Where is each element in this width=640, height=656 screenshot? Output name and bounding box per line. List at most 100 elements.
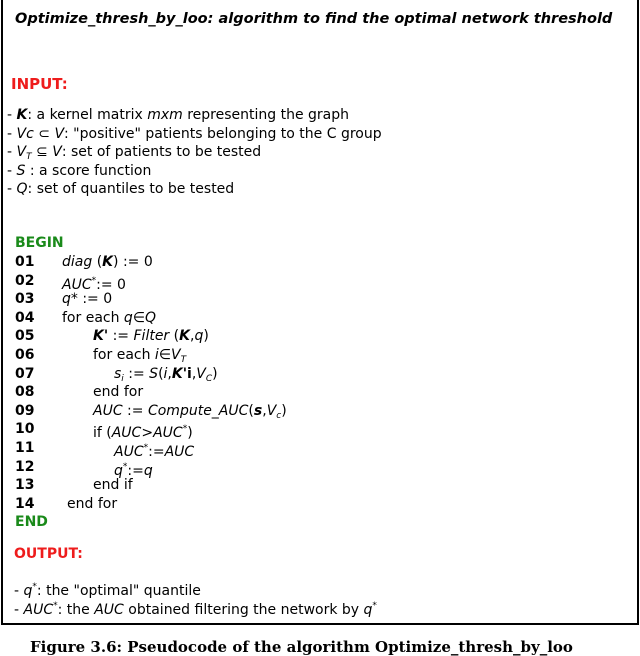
text-segment: V <box>16 144 27 161</box>
text-segment: , <box>167 365 172 382</box>
line-number: 05 <box>15 328 35 345</box>
output-item: - AUC*: the AUC obtained filtering the n… <box>14 597 377 619</box>
text-segment: ( <box>248 402 254 419</box>
text-segment: ) := 0 <box>113 254 153 270</box>
text-segment: Q <box>16 181 28 198</box>
text-segment: AUC <box>153 425 183 442</box>
text-segment: q <box>23 583 33 599</box>
text-segment: : set of patients to be tested <box>61 144 262 161</box>
code-line: end for <box>93 383 143 401</box>
input-item: - VT ⊆ V: set of patients to be tested <box>7 143 261 166</box>
text-segment: AUC <box>114 444 144 460</box>
code-line: q* := 0 <box>62 290 112 308</box>
code-line: AUC*:=AUC <box>114 439 194 461</box>
text-segment: i <box>163 365 168 382</box>
text-segment: * <box>182 424 188 435</box>
text-segment: q <box>363 601 373 618</box>
text-segment: > <box>141 425 154 442</box>
code-line: for each q∈Q <box>62 309 156 327</box>
line-number: 01 <box>15 254 35 270</box>
text-segment: T <box>180 355 187 365</box>
text-segment: representing the graph <box>182 107 350 123</box>
line-number: 08 <box>15 384 35 401</box>
text-segment: S <box>149 365 159 382</box>
text-segment: C <box>205 373 213 384</box>
text-segment: Compute_AUC <box>147 402 249 419</box>
text-segment: AUC <box>94 601 124 618</box>
text-segment: q <box>194 328 204 345</box>
text-segment: mxm <box>147 107 183 123</box>
output-label: OUTPUT: <box>14 546 83 562</box>
text-segment: ) <box>187 425 193 442</box>
text-segment: * := 0 <box>70 291 113 308</box>
text-segment: := <box>123 365 150 382</box>
text-segment: i <box>187 365 192 382</box>
text-segment: AUC <box>111 425 142 442</box>
text-segment: ∈ <box>158 347 172 363</box>
text-segment: - <box>14 583 24 599</box>
text-segment: K' <box>171 365 188 382</box>
end-label: END <box>15 514 48 530</box>
text-segment: end for <box>67 495 118 512</box>
code-line: for each i∈VT <box>93 346 186 369</box>
text-segment: := <box>127 462 144 479</box>
text-segment: ∈ <box>132 309 146 326</box>
text-segment: - <box>7 181 17 198</box>
text-segment: * <box>91 275 97 286</box>
line-number: 02 <box>15 272 35 289</box>
text-segment: end for <box>93 384 144 401</box>
code-line: end if <box>93 476 133 494</box>
text-segment: - <box>7 162 17 179</box>
text-segment: AUC <box>164 444 195 460</box>
text-segment: AUC <box>62 276 92 293</box>
text-segment: ( <box>92 254 103 270</box>
text-segment: c <box>276 410 282 421</box>
text-segment: ⊂ <box>33 125 55 142</box>
text-segment: i <box>154 347 159 363</box>
line-number: 03 <box>15 291 35 308</box>
text-segment: * <box>143 443 149 453</box>
algorithm-title: Optimize_thresh_by_loo: algorithm to fin… <box>15 11 613 27</box>
text-segment: - <box>7 107 17 123</box>
text-segment: := <box>148 444 165 460</box>
text-segment: T <box>26 152 32 163</box>
text-segment: - <box>14 601 24 618</box>
line-number: 09 <box>15 402 35 419</box>
text-segment: V <box>171 347 181 363</box>
code-line: AUC := Compute_AUC(s,Vc) <box>93 402 287 425</box>
text-segment: V <box>54 125 65 142</box>
text-segment: : set of quantiles to be tested <box>27 181 235 198</box>
text-segment: end if <box>93 477 133 494</box>
line-number: 07 <box>15 365 35 382</box>
text-segment: q <box>123 309 133 326</box>
text-segment: V <box>52 144 62 161</box>
text-segment: for each <box>93 347 155 363</box>
text-segment: K <box>16 107 28 123</box>
input-item: - Q: set of quantiles to be tested <box>7 180 234 198</box>
text-segment: q <box>143 462 153 479</box>
text-segment: ) <box>212 365 218 382</box>
text-segment: , <box>191 365 197 382</box>
text-segment: * <box>372 600 377 611</box>
code-line: end for <box>67 495 117 513</box>
text-segment: K' <box>93 328 109 345</box>
code-line: q*:=q <box>114 458 153 480</box>
text-segment: , <box>262 402 267 419</box>
text-segment: - <box>7 125 17 142</box>
text-segment: if ( <box>93 425 112 442</box>
code-line: diag (K) := 0 <box>62 253 153 271</box>
text-segment: ) <box>203 328 209 345</box>
text-segment: : the "optimal" quantile <box>36 583 201 599</box>
line-number: 11 <box>15 440 35 456</box>
figure-caption: Figure 3.6: Pseudocode of the algorithm … <box>30 638 573 656</box>
text-segment: - <box>7 144 17 161</box>
text-segment: s <box>253 402 263 419</box>
text-segment: diag <box>62 254 93 270</box>
text-segment: , <box>189 328 195 345</box>
line-number: 13 <box>15 477 35 494</box>
text-segment: := 0 <box>96 276 126 293</box>
text-segment: AUC <box>23 601 54 618</box>
text-segment: ( <box>169 328 180 345</box>
text-segment: i <box>121 373 124 384</box>
input-item: - S : a score function <box>7 162 151 180</box>
